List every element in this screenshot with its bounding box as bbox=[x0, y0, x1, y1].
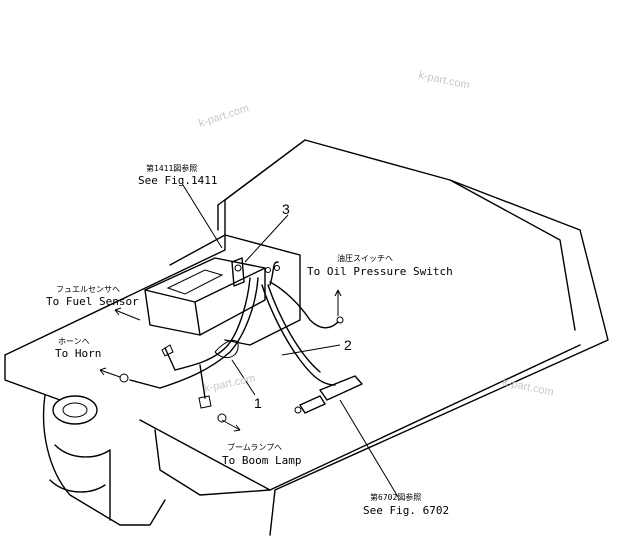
watermark-1: k-part.com bbox=[417, 69, 470, 92]
label-boom-jp: ブームランプへ bbox=[227, 442, 282, 452]
label-oil: To Oil Pressure Switch bbox=[307, 265, 453, 278]
label-oil-jp: 油圧スイッチへ bbox=[337, 253, 393, 263]
wiring-harness-1 bbox=[119, 277, 259, 423]
callout-2: 2 bbox=[344, 337, 352, 353]
watermark-3: k-part.com bbox=[203, 372, 256, 395]
label-see-6702-jp: 第6702図参照 bbox=[370, 492, 421, 502]
watermark-2: k-part.com bbox=[197, 102, 250, 129]
leader-lines bbox=[99, 184, 399, 498]
label-horn: To Horn bbox=[55, 347, 101, 360]
label-boom: To Boom Lamp bbox=[222, 454, 301, 467]
label-see-6702: See Fig. 6702 bbox=[363, 504, 449, 517]
callout-1: 1 bbox=[254, 395, 262, 411]
label-horn-jp: ホーンへ bbox=[58, 337, 90, 346]
label-see-1411-jp: 第1411図参照 bbox=[146, 163, 197, 173]
label-fuel: To Fuel Sensor bbox=[46, 295, 139, 308]
instrument-box bbox=[144, 257, 266, 336]
machine-body bbox=[4, 139, 609, 536]
wiring-2 bbox=[261, 261, 363, 414]
label-see-1411: See Fig.1411 bbox=[138, 174, 217, 187]
label-fuel-jp: フュエルセンサヘ bbox=[56, 285, 120, 294]
watermark-4: k-part.com bbox=[501, 376, 554, 399]
callout-3: 3 bbox=[282, 201, 290, 217]
switch-part bbox=[231, 257, 245, 287]
